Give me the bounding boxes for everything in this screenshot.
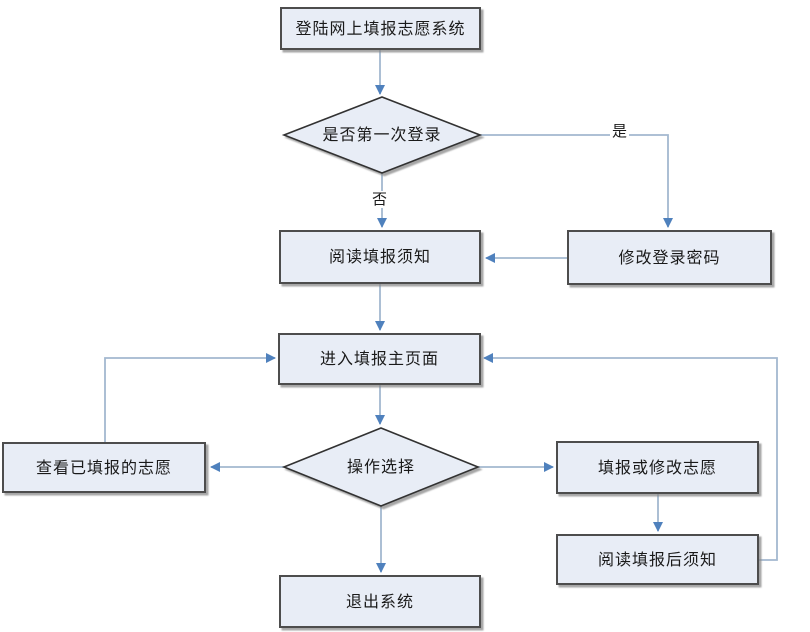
node-fill-or-modify-shape (556, 441, 759, 494)
node-change-password-shape (567, 230, 772, 285)
node-fill-or-modify: 填报或修改志愿 (597, 457, 717, 477)
node-exit-system: 退出系统 (345, 591, 414, 611)
edge-label-yes: 是 (610, 122, 630, 140)
node-read-notice-shape (279, 230, 481, 284)
node-operation-choice-shape (281, 427, 481, 507)
edge-read-after-notice-to-main-page (483, 353, 778, 561)
node-operation-choice: 操作选择 (346, 457, 415, 477)
node-login: 登陆网上填报志愿系统 (295, 18, 466, 38)
node-read-after-notice: 阅读填报后须知 (597, 549, 717, 569)
node-first-login-decision: 是否第一次登录 (322, 125, 442, 145)
node-exit-system-shape (279, 575, 481, 628)
node-main-page-shape (278, 333, 481, 385)
node-read-notice: 阅读填报须知 (328, 247, 431, 267)
node-login-shape (280, 7, 481, 50)
node-first-login-decision-shape (281, 96, 483, 174)
node-view-submitted-shape (2, 442, 206, 493)
edge-view-submitted-to-main-page (104, 353, 276, 443)
node-main-page: 进入填报主页面 (319, 349, 439, 369)
node-change-password: 修改登录密码 (618, 247, 721, 267)
edge-yes-to-change-password (480, 134, 673, 228)
node-read-after-notice-shape (556, 534, 759, 585)
node-view-submitted: 查看已填报的志愿 (35, 457, 172, 477)
edge-label-no: 否 (370, 190, 390, 208)
